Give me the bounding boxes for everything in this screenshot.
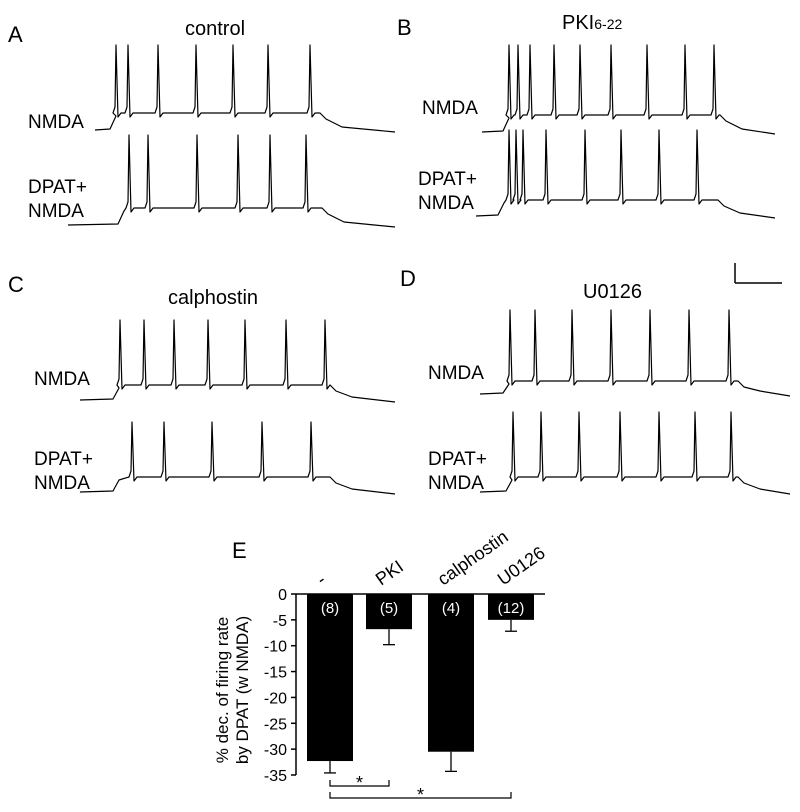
trace-label-line2: NMDA: [34, 473, 90, 494]
y-tick-label: -25: [264, 716, 287, 733]
panel-title-pki-main: PKI: [562, 12, 595, 34]
trace-line: [79, 319, 396, 403]
trace-b-nmda: [481, 44, 776, 135]
category-label: -: [313, 569, 329, 589]
panel-label-b: B: [397, 15, 412, 40]
trace-label-a-nmda: NMDA: [28, 112, 84, 133]
trace-c-nmda: [79, 319, 396, 403]
bar: [366, 594, 412, 630]
bar: [488, 594, 534, 620]
n-label: (4): [442, 600, 460, 617]
trace-line: [79, 421, 396, 495]
trace-label-line2: NMDA: [418, 193, 474, 214]
significance-star: *: [356, 773, 363, 793]
trace-label-line2: NMDA: [428, 473, 484, 494]
y-axis-label-line1: % dec. of firing rate: [213, 617, 232, 763]
trace-label-d-nmda: NMDA: [428, 363, 484, 384]
trace-d-dpat: [479, 411, 791, 495]
n-label: (8): [321, 600, 339, 617]
trace-label-line1: DPAT+: [28, 177, 87, 198]
y-axis-label: % dec. of firing rateby DPAT (w NMDA): [213, 616, 252, 764]
trace-label-line1: DPAT+: [428, 449, 487, 470]
panel-label-c: C: [8, 272, 24, 297]
trace-line: [479, 309, 791, 397]
trace-a-dpat: [67, 134, 396, 228]
significance-star: *: [417, 785, 424, 805]
y-tick-label: -15: [264, 665, 287, 682]
panel-title-u0126: U0126: [583, 281, 642, 303]
trace-label-c-dpat: DPAT+ NMDA: [34, 448, 93, 496]
significance-line: [329, 792, 512, 799]
panel-title-pki: PKI6-22: [562, 12, 622, 35]
significance-bracket: *: [329, 785, 512, 805]
bar: [428, 594, 474, 752]
trace-b-dpat: [475, 129, 776, 219]
trace-label-line2: NMDA: [28, 201, 84, 222]
y-tick-label: -30: [264, 742, 287, 759]
trace-label-b-nmda: NMDA: [422, 98, 478, 119]
scale-bar: [734, 263, 782, 284]
panel-label-a: A: [8, 22, 23, 47]
panel-label-e: E: [232, 538, 247, 563]
y-tick-label: -35: [264, 768, 287, 785]
trace-line: [94, 44, 396, 133]
panel-label-d: D: [400, 266, 416, 291]
trace-d-nmda: [479, 309, 791, 397]
significance-line: [329, 780, 390, 787]
panel-title-pki-sub: 6-22: [594, 16, 623, 32]
n-label: (12): [498, 600, 525, 617]
trace-line: [475, 129, 776, 219]
trace-label-b-dpat: DPAT+ NMDA: [418, 168, 477, 216]
trace-line: [67, 134, 396, 228]
category-label: PKI: [372, 556, 407, 589]
y-tick-label: -5: [273, 613, 287, 630]
bar: [307, 594, 353, 762]
trace-a-nmda: [94, 44, 396, 133]
trace-line: [481, 44, 776, 135]
y-tick-label: 0: [278, 587, 287, 604]
trace-line: [479, 411, 791, 495]
trace-label-d-dpat: DPAT+ NMDA: [428, 448, 487, 496]
n-label: (5): [380, 600, 398, 617]
y-tick-label: -10: [264, 639, 287, 656]
trace-label-a-dpat: DPAT+ NMDA: [28, 176, 87, 224]
trace-label-line1: DPAT+: [34, 449, 93, 470]
y-tick-label: -20: [264, 690, 287, 707]
y-axis-label-line2: by DPAT (w NMDA): [233, 616, 252, 764]
voltage-traces: [67, 44, 791, 495]
trace-label-c-nmda: NMDA: [34, 369, 90, 390]
trace-c-dpat: [79, 421, 396, 495]
panel-title-control: control: [185, 18, 246, 40]
panel-title-calphostin: calphostin: [168, 287, 259, 309]
significance-bracket: *: [329, 773, 390, 793]
trace-label-line1: DPAT+: [418, 169, 477, 190]
